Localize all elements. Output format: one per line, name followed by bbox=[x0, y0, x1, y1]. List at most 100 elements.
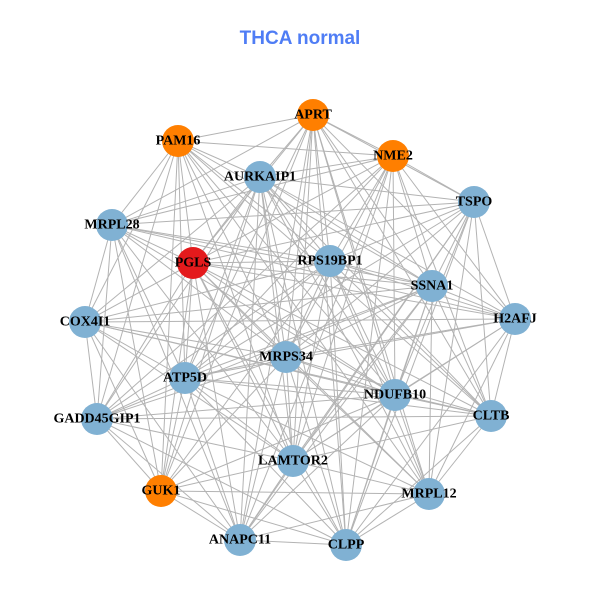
edge-ATP5D-CLTB bbox=[184, 377, 492, 417]
node-guk1: GUK1 bbox=[142, 475, 181, 507]
node-label: AURKAIP1 bbox=[224, 170, 296, 185]
node-circle bbox=[314, 245, 346, 277]
edge-ATP5D-GADD45GIP1 bbox=[96, 377, 186, 420]
edge-GUK1-MRPL12 bbox=[160, 490, 430, 495]
edge-AURKAIP1-GUK1 bbox=[160, 176, 261, 492]
edge-SSNA1-COX4I1 bbox=[84, 285, 433, 323]
edge-AURKAIP1-MRPL28 bbox=[111, 176, 261, 226]
edge-MRPL28-RPS19BP1 bbox=[111, 224, 331, 262]
edge-COX4I1-ANAPC11 bbox=[84, 321, 241, 541]
edge-ANAPC11-CLPP bbox=[239, 539, 347, 546]
edge-PAM16-MRPL28 bbox=[111, 140, 179, 226]
edge-PGLS-H2AFJ bbox=[192, 262, 516, 320]
node-circle bbox=[81, 403, 113, 435]
edge-TSPO-MRPL12 bbox=[428, 201, 475, 495]
edge-TSPO-ANAPC11 bbox=[239, 201, 475, 541]
node-pgls: PGLS bbox=[175, 247, 212, 279]
edge-NDUFB10-ANAPC11 bbox=[239, 394, 396, 541]
edge-PAM16-NME2 bbox=[177, 140, 394, 157]
edge-NME2-SSNA1 bbox=[392, 155, 433, 287]
edge-NDUFB10-MRPL12 bbox=[394, 394, 430, 495]
edge-SSNA1-ATP5D bbox=[184, 285, 433, 379]
edge-MRPL28-COX4I1 bbox=[84, 224, 113, 323]
edge-CLTB-MRPL12 bbox=[428, 415, 492, 495]
edge-NME2-ATP5D bbox=[184, 155, 394, 379]
edge-RPS19BP1-ATP5D bbox=[184, 260, 331, 379]
edge-H2AFJ-MRPL12 bbox=[428, 318, 516, 495]
edge-AURKAIP1-TSPO bbox=[259, 176, 475, 203]
edge-LAMTOR2-MRPL12 bbox=[292, 460, 430, 495]
edge-APRT-ATP5D bbox=[184, 114, 314, 379]
node-label: H2AFJ bbox=[493, 312, 537, 327]
edge-AURKAIP1-ATP5D bbox=[184, 176, 261, 379]
node-tspo: TSPO bbox=[456, 186, 492, 218]
edge-MRPS34-CLPP bbox=[285, 356, 347, 546]
node-label: NDUFB10 bbox=[364, 388, 426, 403]
node-label: MRPL12 bbox=[401, 487, 456, 502]
edge-TSPO-ATP5D bbox=[184, 201, 475, 379]
edge-ATP5D-ANAPC11 bbox=[184, 377, 241, 541]
edge-COX4I1-ATP5D bbox=[84, 321, 186, 379]
node-circle bbox=[270, 341, 302, 373]
node-circle bbox=[162, 125, 194, 157]
edge-RPS19BP1-NDUFB10 bbox=[329, 260, 396, 396]
edge-AURKAIP1-H2AFJ bbox=[259, 176, 516, 320]
node-label: MRPS34 bbox=[259, 350, 313, 365]
node-rps19bp1: RPS19BP1 bbox=[297, 245, 363, 277]
node-circle bbox=[379, 379, 411, 411]
node-circle bbox=[377, 140, 409, 172]
node-clpp: CLPP bbox=[328, 529, 365, 561]
edge-MRPL12-CLPP bbox=[345, 493, 430, 546]
node-gadd45gip1: GADD45GIP1 bbox=[53, 403, 141, 435]
edge-ATP5D-NDUFB10 bbox=[184, 377, 396, 396]
edge-APRT-CLPP bbox=[312, 114, 347, 546]
edge-NME2-RPS19BP1 bbox=[329, 155, 394, 262]
node-label: COX4I1 bbox=[60, 315, 111, 330]
edge-NDUFB10-CLTB bbox=[394, 394, 492, 417]
edge-APRT-MRPL28 bbox=[111, 114, 314, 226]
edge-APRT-CLTB bbox=[312, 114, 492, 417]
edge-MRPL28-ATP5D bbox=[111, 224, 186, 379]
edge-MRPS34-NDUFB10 bbox=[285, 356, 396, 396]
edge-SSNA1-CLTB bbox=[431, 285, 492, 417]
node-aurkaip1: AURKAIP1 bbox=[224, 161, 296, 193]
edge-PGLS-ANAPC11 bbox=[192, 262, 241, 541]
edge-AURKAIP1-RPS19BP1 bbox=[259, 176, 331, 262]
edge-NDUFB10-CLPP bbox=[345, 394, 396, 546]
edge-APRT-H2AFJ bbox=[312, 114, 516, 320]
node-cox4i1: COX4I1 bbox=[60, 306, 111, 338]
edge-MRPL28-MRPS34 bbox=[111, 224, 287, 358]
edge-PAM16-GADD45GIP1 bbox=[96, 140, 179, 420]
edge-APRT-SSNA1 bbox=[312, 114, 433, 287]
edge-PGLS-GADD45GIP1 bbox=[96, 262, 194, 420]
node-circle bbox=[416, 270, 448, 302]
edge-MRPS34-ANAPC11 bbox=[239, 356, 287, 541]
edge-PGLS-CLPP bbox=[192, 262, 347, 546]
edge-LAMTOR2-GUK1 bbox=[160, 460, 294, 492]
node-label: PGLS bbox=[175, 256, 212, 271]
node-label: ATP5D bbox=[163, 371, 207, 386]
edge-RPS19BP1-SSNA1 bbox=[329, 260, 433, 287]
node-atp5d: ATP5D bbox=[163, 362, 207, 394]
node-ssna1: SSNA1 bbox=[411, 270, 453, 302]
edge-GUK1-CLPP bbox=[160, 490, 347, 546]
edge-SSNA1-LAMTOR2 bbox=[292, 285, 433, 462]
edge-AURKAIP1-PGLS bbox=[192, 176, 261, 264]
edge-APRT-MRPS34 bbox=[285, 114, 314, 358]
diagram-title: THCA normal bbox=[239, 28, 361, 49]
edge-LAMTOR2-CLPP bbox=[292, 460, 347, 546]
edge-APRT-PAM16 bbox=[177, 114, 314, 142]
node-label: RPS19BP1 bbox=[297, 254, 362, 269]
edge-AURKAIP1-LAMTOR2 bbox=[259, 176, 294, 462]
edge-TSPO-RPS19BP1 bbox=[329, 201, 475, 262]
node-label: PAM16 bbox=[156, 134, 201, 149]
edge-SSNA1-GADD45GIP1 bbox=[96, 285, 433, 420]
edge-PGLS-COX4I1 bbox=[84, 262, 194, 323]
node-label: GUK1 bbox=[142, 484, 181, 499]
edge-H2AFJ-CLTB bbox=[490, 318, 516, 417]
node-circle bbox=[177, 247, 209, 279]
edge-NME2-GADD45GIP1 bbox=[96, 155, 394, 420]
edge-CLTB-LAMTOR2 bbox=[292, 415, 492, 462]
edge-AURKAIP1-CLTB bbox=[259, 176, 492, 417]
edge-AURKAIP1-MRPL12 bbox=[259, 176, 430, 495]
